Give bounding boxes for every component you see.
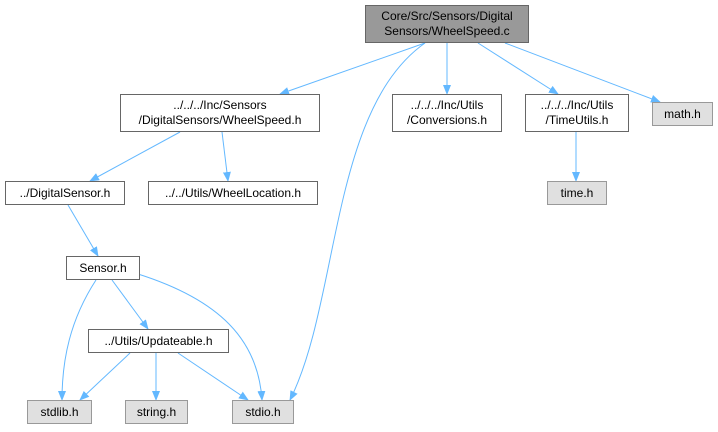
edge-wheelspeed-h-to-digitalsensor-h bbox=[89, 131, 181, 182]
node-sensor-h[interactable]: Sensor.h bbox=[66, 256, 140, 280]
node-time-h: time.h bbox=[547, 181, 607, 205]
edge-digitalsensor-h-to-sensor-h bbox=[67, 204, 99, 257]
node-root: Core/Src/Sensors/Digital Sensors/WheelSp… bbox=[365, 5, 529, 43]
node-label: ../DigitalSensor.h bbox=[19, 185, 111, 200]
edge-updateable-h-to-stdlib-h bbox=[79, 352, 131, 401]
node-wheelspeed-h[interactable]: ../../../Inc/Sensors /DigitalSensors/Whe… bbox=[120, 94, 320, 132]
edge-root-to-math-h bbox=[504, 42, 661, 103]
node-label: stdlib.h bbox=[40, 404, 79, 419]
node-label: math.h bbox=[664, 106, 701, 121]
node-wheellocation-h[interactable]: ../../Utils/WheelLocation.h bbox=[148, 181, 318, 205]
edge-sensor-h-to-stdlib-h bbox=[58, 279, 97, 401]
node-digitalsensor-h[interactable]: ../DigitalSensor.h bbox=[5, 181, 125, 205]
node-math-h: math.h bbox=[652, 102, 713, 126]
edge-root-to-stdio-h bbox=[289, 42, 426, 401]
node-label: stdio.h bbox=[245, 404, 281, 419]
node-label: time.h bbox=[560, 185, 594, 200]
edge-sensor-h-to-stdio-h bbox=[137, 273, 266, 401]
node-label: string.h bbox=[136, 404, 177, 419]
node-label: ../../../Inc/Utils /TimeUtils.h bbox=[540, 98, 614, 127]
edge-wheelspeed-h-to-wheellocation-h bbox=[221, 131, 231, 182]
node-label: Core/Src/Sensors/Digital Sensors/WheelSp… bbox=[381, 9, 513, 38]
edge-updateable-h-to-stdio-h bbox=[177, 352, 249, 401]
node-label: ../../Utils/WheelLocation.h bbox=[164, 185, 302, 200]
node-conversions-h[interactable]: ../../../Inc/Utils /Conversions.h bbox=[392, 94, 502, 132]
node-stdio-h: stdio.h bbox=[232, 400, 294, 424]
node-label: Sensor.h bbox=[79, 260, 127, 275]
edge-root-to-timeutils-h bbox=[477, 42, 559, 95]
node-label: ../Utils/Updateable.h bbox=[104, 333, 213, 348]
node-string-h: string.h bbox=[125, 400, 188, 424]
node-stdlib-h: stdlib.h bbox=[27, 400, 92, 424]
node-timeutils-h[interactable]: ../../../Inc/Utils /TimeUtils.h bbox=[525, 94, 629, 132]
node-label: ../../../Inc/Utils /Conversions.h bbox=[406, 98, 488, 127]
node-label: ../../../Inc/Sensors /DigitalSensors/Whe… bbox=[138, 98, 302, 127]
edge-root-to-wheelspeed-h bbox=[279, 42, 426, 95]
node-updateable-h[interactable]: ../Utils/Updateable.h bbox=[88, 329, 229, 353]
edge-sensor-h-to-updateable-h bbox=[111, 279, 149, 330]
